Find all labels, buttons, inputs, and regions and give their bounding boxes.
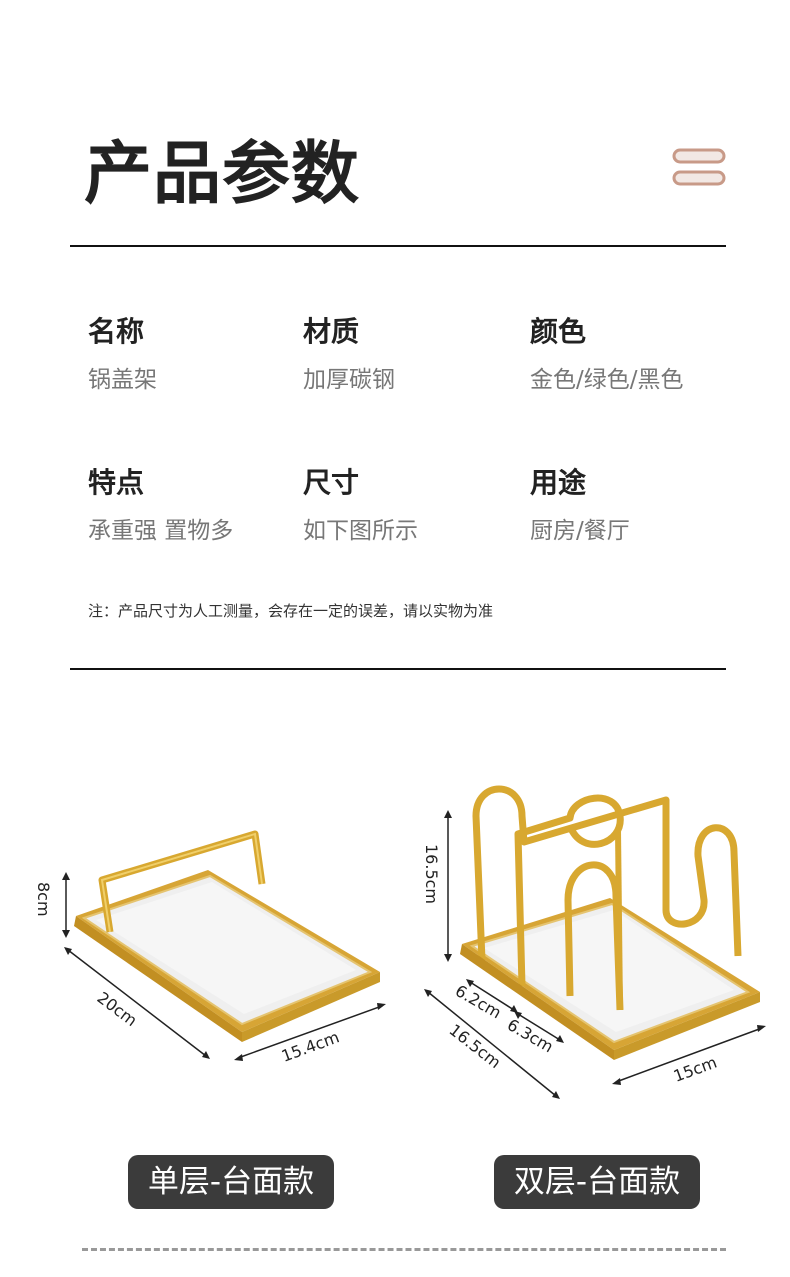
double-tier-tag: 双层-台面款 [494,1155,700,1209]
spec-name: 名称 锅盖架 [88,310,157,394]
spec-label: 材质 [303,315,360,348]
spec-color: 颜色 金色/绿色/黑色 [530,310,684,394]
top-divider [70,245,726,247]
double-bar-icon [672,148,726,186]
page-title: 产品参数 [84,135,361,214]
spec-value: 金色/绿色/黑色 [530,367,684,393]
dim-width-label: 15cm [671,1053,720,1086]
dim-width-label: 15.4cm [279,1027,342,1065]
double-tier-rack-figure: 16.5cm 6.2cm 6.3cm 16.5cm 15cm [422,785,766,1099]
spec-label: 颜色 [530,315,587,348]
spec-label: 尺寸 [303,466,360,499]
spec-value: 加厚碳钢 [303,367,395,393]
spec-value: 承重强 置物多 [88,518,234,544]
spec-value: 如下图所示 [303,518,418,544]
dim-length-label: 20cm [94,988,141,1030]
spec-label: 名称 [88,315,145,348]
spec-value: 锅盖架 [88,367,157,393]
spec-size: 尺寸 如下图所示 [303,461,418,545]
measurement-note: 注：产品尺寸为人工测量，会存在一定的误差，请以实物为准 [88,602,494,620]
single-tier-rack-figure: 8cm 20cm 15.4cm [34,830,386,1066]
spec-value: 厨房/餐厅 [530,518,630,544]
spec-label: 用途 [530,466,587,499]
spec-label: 特点 [88,466,145,499]
single-tier-tag: 单层-台面款 [128,1155,334,1209]
spec-usage: 用途 厨房/餐厅 [530,461,630,545]
dashed-divider [82,1248,726,1251]
middle-divider [70,668,726,670]
spec-feature: 特点 承重强 置物多 [88,461,233,545]
spec-material: 材质 加厚碳钢 [303,310,395,394]
dim-height-label: 8cm [34,882,53,917]
dim-height-label: 16.5cm [422,844,441,904]
